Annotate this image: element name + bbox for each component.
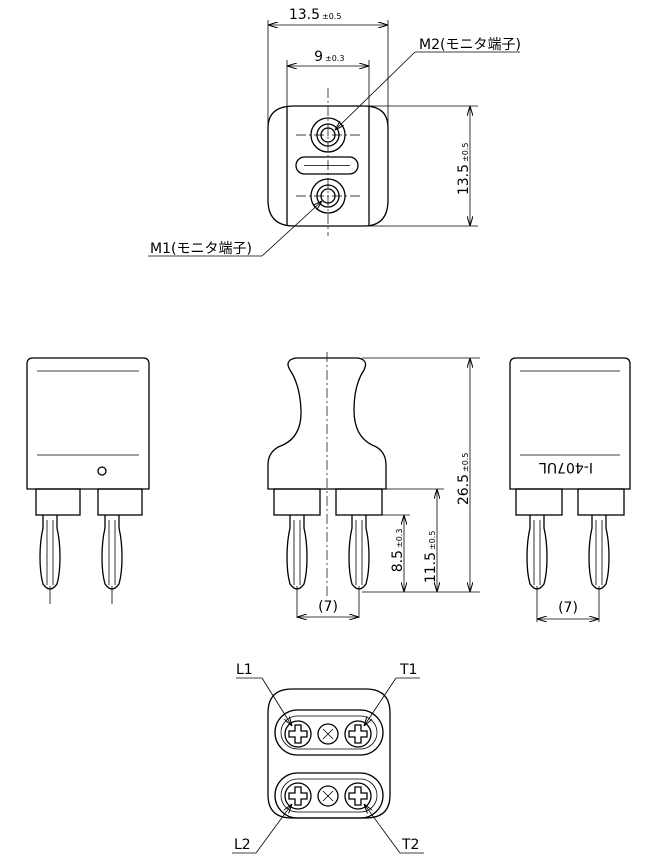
top-view: 13.5 ±0.5 9 ±0.3 13.5 ±0.5 M2(モニタ端子) M1(… xyxy=(148,7,521,257)
dim-pitch-value: 9 xyxy=(314,49,323,65)
label-t1: T1 xyxy=(399,662,417,678)
screw-t1 xyxy=(344,720,372,748)
label-m2: M2(モニタ端子) xyxy=(419,37,521,53)
label-t2: T2 xyxy=(401,837,419,853)
dim-height-tol: ±0.5 xyxy=(461,143,470,162)
dim-width-tol: ±0.5 xyxy=(322,12,341,21)
dim-spacing-right: (7) xyxy=(558,600,578,616)
x-mark-lower xyxy=(317,785,339,807)
dim-pin-tol: ±0.5 xyxy=(428,531,437,550)
screw-l1 xyxy=(284,720,312,748)
x-mark-upper xyxy=(317,723,339,745)
screw-t2 xyxy=(344,782,372,810)
dim-tip-value: 8.5 xyxy=(390,550,406,572)
right-side-view: I-407UL (7) xyxy=(509,357,631,622)
label-l1: L1 xyxy=(236,662,253,678)
bottom-view: L1 T1 L2 T2 xyxy=(232,662,424,854)
dim-pitch-tol: ±0.3 xyxy=(325,54,344,63)
label-m1: M1(モニタ端子) xyxy=(150,241,252,257)
left-side-view xyxy=(26,357,150,604)
dim-pin-value: 11.5 xyxy=(423,552,439,583)
label-l2: L2 xyxy=(234,837,251,853)
screw-l2 xyxy=(284,782,312,810)
model-text: I-407UL xyxy=(539,459,593,475)
dim-tip-tol: ±0.3 xyxy=(395,529,404,548)
dim-height-value: 13.5 xyxy=(456,164,472,195)
dim-spacing-front: (7) xyxy=(318,599,338,615)
dim-total-value: 26.5 xyxy=(456,474,472,505)
dim-total-tol: ±0.5 xyxy=(461,453,470,472)
front-view: 26.5 ±0.5 11.5 ±0.5 8.5 ±0.3 (7) xyxy=(267,352,480,618)
dim-width-value: 13.5 xyxy=(289,7,320,23)
